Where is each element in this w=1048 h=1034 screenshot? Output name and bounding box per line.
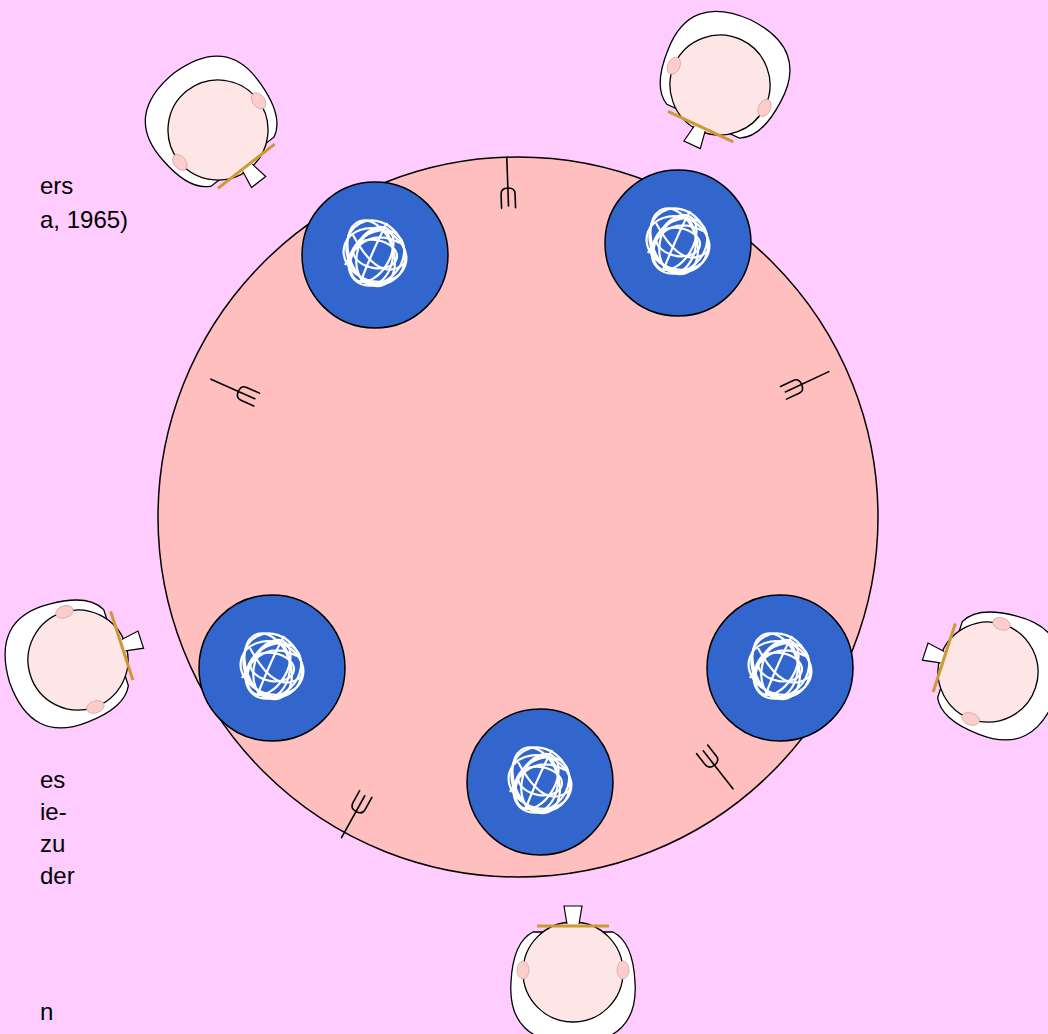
table [158,157,878,877]
label-text: zu [40,830,65,858]
fork-symbol [208,373,259,406]
philosopher-figure [906,592,1048,753]
fork-symbol [697,745,739,793]
label-text: es [40,766,65,794]
spaghetti-plate [707,595,853,741]
fork-symbol [781,365,832,399]
label-text: ers [40,172,73,200]
forks [208,158,832,841]
label-text: a, 1965) [40,206,128,234]
spaghetti-plate [199,595,345,741]
plates [199,170,853,855]
spaghetti-plate [467,709,613,855]
spaghetti-plate [302,182,448,328]
label-text: ie- [40,798,67,826]
philosopher-figure [0,580,160,741]
philosopher-figure [125,35,308,220]
fork-symbol [335,791,371,842]
philosopher-figure [636,0,807,171]
fork-symbol [500,158,516,208]
label-text: n [40,998,53,1026]
label-text: der [40,862,75,890]
philosopher-figure [511,906,635,1034]
spaghetti-plate [605,170,751,316]
